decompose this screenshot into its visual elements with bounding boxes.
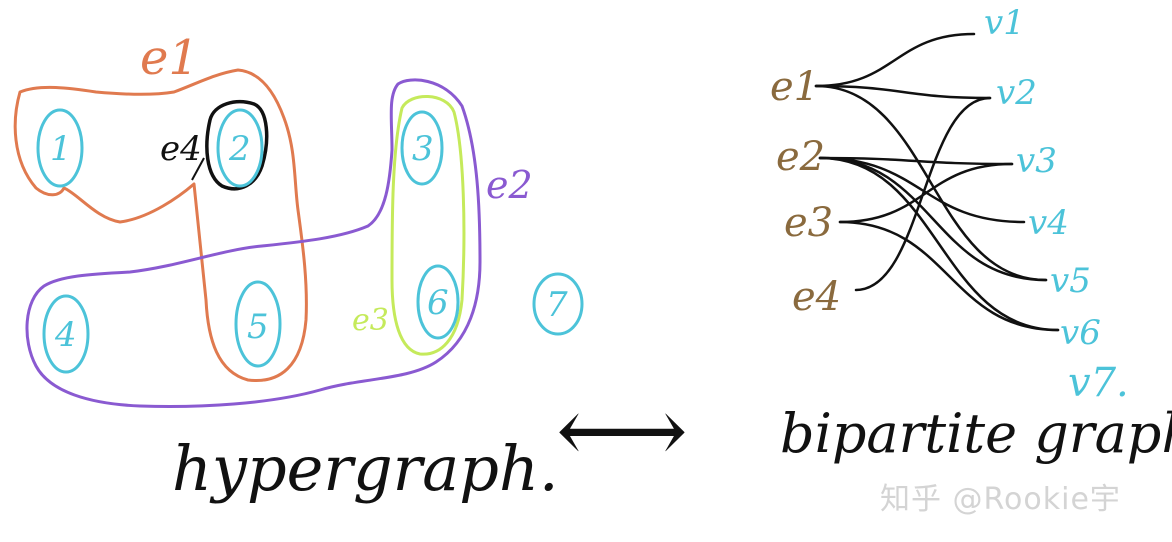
hypergraph-caption: hypergraph. xyxy=(172,432,559,505)
vertex-4-circle xyxy=(42,294,90,374)
vertex-label: 2 xyxy=(228,129,251,169)
vertex-2-circle xyxy=(216,108,264,188)
bipartite-right-label-v4: v4 xyxy=(1028,203,1069,243)
double-arrow-icon: ⟷ xyxy=(556,377,688,484)
bipartite-left-label-e2: e2 xyxy=(776,134,825,180)
vertex-label: 5 xyxy=(247,307,269,347)
hyperedge-e4-outline xyxy=(205,99,269,191)
vertex-3-circle xyxy=(400,110,444,186)
bipartite-edges xyxy=(814,32,1060,332)
bipartite-edge-e2-v6 xyxy=(818,156,1060,332)
bipartite-right-label-v3: v3 xyxy=(1016,141,1057,181)
hyperedge-e3-outline xyxy=(390,95,466,356)
bipartite-right-label-v6: v6 xyxy=(1060,313,1101,353)
hypergraph-vertices xyxy=(36,108,584,374)
hyperedge-label-e4: e4 xyxy=(160,129,202,169)
vertex-label: 3 xyxy=(412,129,434,169)
bipartite-right-label-v2: v2 xyxy=(996,73,1037,113)
vertex-label: 7 xyxy=(546,285,568,325)
vertex-5-circle xyxy=(234,280,282,368)
vertex-label: 4 xyxy=(54,315,77,355)
bipartite-edge-e3-v3 xyxy=(838,162,1014,224)
hyperedge-e2-outline xyxy=(25,78,482,408)
bipartite-right-label-v1: v1 xyxy=(984,3,1025,43)
hyperedge-e1-outline xyxy=(13,68,308,383)
bipartite-edge-e2-v5 xyxy=(818,156,1048,282)
e4-connector-line xyxy=(191,157,205,181)
bipartite-edge-e1-v1 xyxy=(814,32,976,88)
bipartite-right-label-v7: v7. xyxy=(1068,360,1129,406)
bipartite-edge-e1-v2 xyxy=(814,84,992,100)
watermark-text: 知乎 @Rookie宇 xyxy=(880,482,1121,517)
hyperedge-label-e2: e2 xyxy=(486,163,533,207)
bipartite-left-label-e1: e1 xyxy=(770,64,819,110)
vertex-label: 6 xyxy=(427,283,449,323)
vertex-7-circle xyxy=(532,272,584,336)
hyperedge-label-e1: e1 xyxy=(140,30,199,86)
hyperedge-label-e3: e3 xyxy=(352,303,389,338)
bipartite-edge-e2-v4 xyxy=(818,156,1026,224)
bipartite-edge-e4-v2 xyxy=(854,96,992,292)
bipartite-edge-e2-v3 xyxy=(818,156,1014,166)
bipartite-caption: bipartite graph. xyxy=(780,402,1172,465)
bipartite-left-label-e4: e4 xyxy=(792,274,841,320)
vertex-6-circle xyxy=(416,264,460,340)
bipartite-edge-e1-v5 xyxy=(814,84,1048,282)
vertex-1-circle xyxy=(36,108,84,188)
bipartite-right-label-v5: v5 xyxy=(1050,261,1091,301)
vertex-label: 1 xyxy=(50,129,72,169)
bipartite-left-label-e3: e3 xyxy=(784,200,833,246)
bipartite-edge-e3-v6 xyxy=(838,220,1060,332)
